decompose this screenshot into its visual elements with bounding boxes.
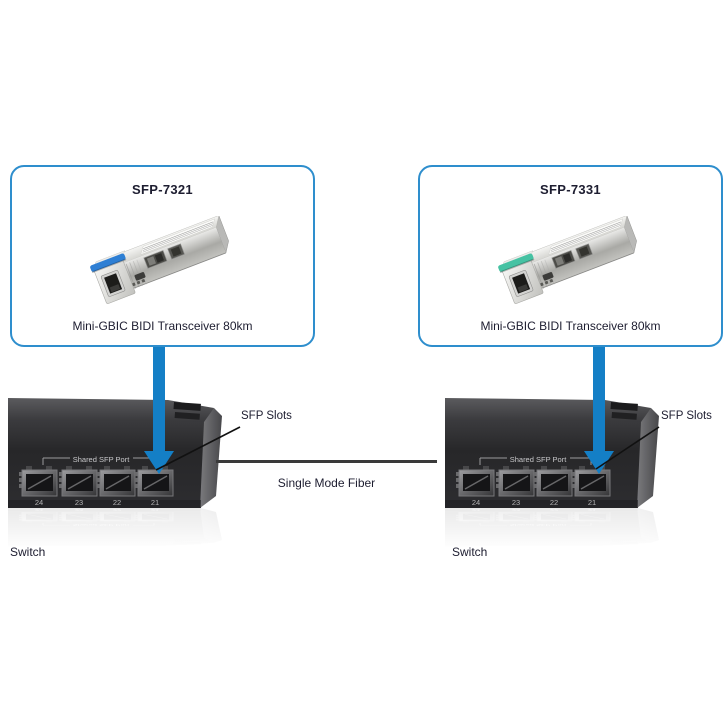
left-switch-label: Switch: [10, 545, 46, 559]
right-sfp-slots-label: SFP Slots: [661, 410, 712, 422]
right-panel-caption: Mini-GBIC BIDI Transceiver 80km: [480, 319, 661, 333]
right-sfp-slots-pointer-line: [595, 426, 660, 470]
fiber-link-label: Single Mode Fiber: [277, 476, 376, 490]
right-switch-image: [445, 397, 659, 551]
fiber-link-line: [216, 460, 437, 463]
left-panel-title: SFP-7321: [132, 182, 193, 197]
right-switch-label: Switch: [452, 545, 488, 559]
right-panel-title: SFP-7331: [540, 182, 601, 197]
left-switch-image: [8, 397, 222, 551]
sfp-7321-module-image: [88, 216, 233, 306]
left-sfp-slots-label: SFP Slots: [241, 410, 292, 422]
left-sfp-slots-pointer-line: [155, 426, 241, 471]
left-panel-caption: Mini-GBIC BIDI Transceiver 80km: [72, 319, 253, 333]
sfp-7331-module-image: [496, 216, 641, 306]
